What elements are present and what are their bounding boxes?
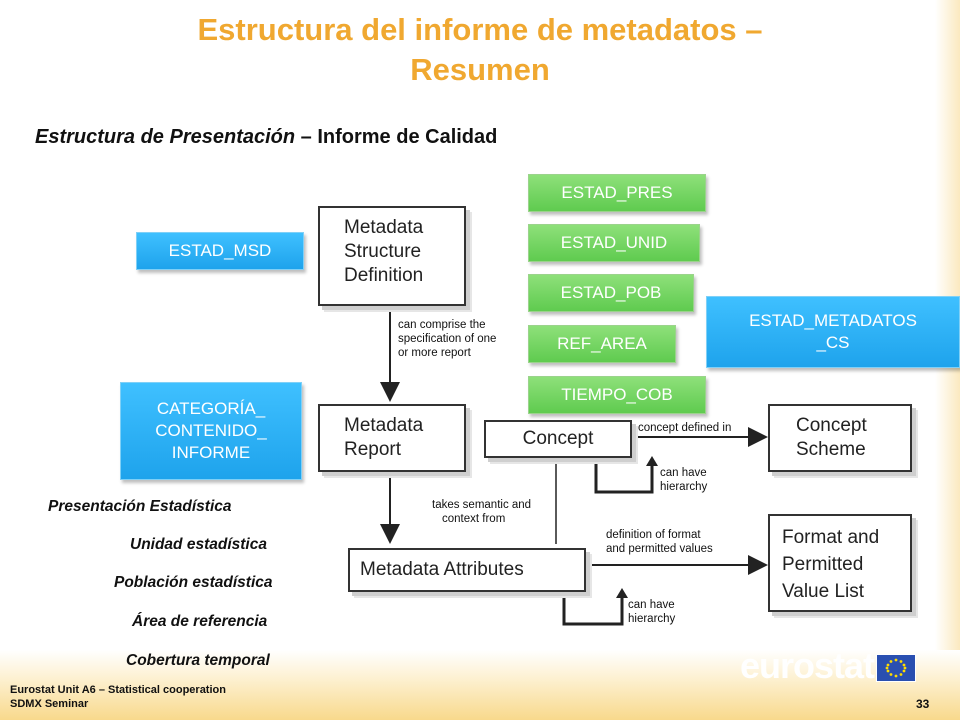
footer-text: Eurostat Unit A6 – Statistical cooperati… [10,684,226,710]
attribute-item: Presentación Estadística [48,498,232,515]
label-ref-area: REF_AREA [528,325,676,363]
label-definition-format: definition of format and permitted value… [606,529,713,555]
attribute-item: Cobertura temporal [126,652,270,669]
box-metadata-report: Metadata Report [318,404,466,472]
label-attributes-hierarchy: can have hierarchy [628,599,676,625]
label-concept-hierarchy: can have hierarchy [660,467,708,493]
label-estad-metadatos-cs: ESTAD_METADATOS _CS [706,296,960,368]
subtitle: Estructura de Presentación – Informe de … [35,126,498,148]
page-number: 33 [916,697,930,711]
box-format-permitted-values: Format and Permitted Value List [768,514,912,612]
attribute-item: Población estadística [114,574,273,591]
loop-attributes-hierarchy [562,592,624,626]
box-metadata-structure-definition: Metadata Structure Definition [318,206,466,306]
label-estad-unid: ESTAD_UNID [528,224,700,262]
box-metadata-attributes: Metadata Attributes [348,548,586,592]
bottom-bar [0,650,960,720]
label-estad-msd: ESTAD_MSD [136,232,304,270]
page-title: Estructura del informe de metadatos – Re… [197,12,763,87]
eurostat-logo: eurostat [740,645,875,686]
eu-flag-icon [876,654,916,682]
label-estad-pob: ESTAD_POB [528,274,694,312]
label-can-comprise: can comprise the specification of one or… [398,319,497,359]
label-estad-pres: ESTAD_PRES [528,174,706,212]
box-concept-scheme: Concept Scheme [768,404,912,472]
label-categoria-contenido: CATEGORÍA_ CONTENIDO_ INFORME [120,382,302,480]
loop-concept-hierarchy [594,458,654,494]
label-tiempo-cob: TIEMPO_COB [528,376,706,414]
attribute-item: Área de referencia [132,613,268,630]
label-concept-defined-in: concept defined in [638,422,732,434]
attribute-item: Unidad estadística [130,536,267,553]
label-takes-semantic: takes semantic and context from [432,499,532,525]
box-concept: Concept [484,420,632,458]
